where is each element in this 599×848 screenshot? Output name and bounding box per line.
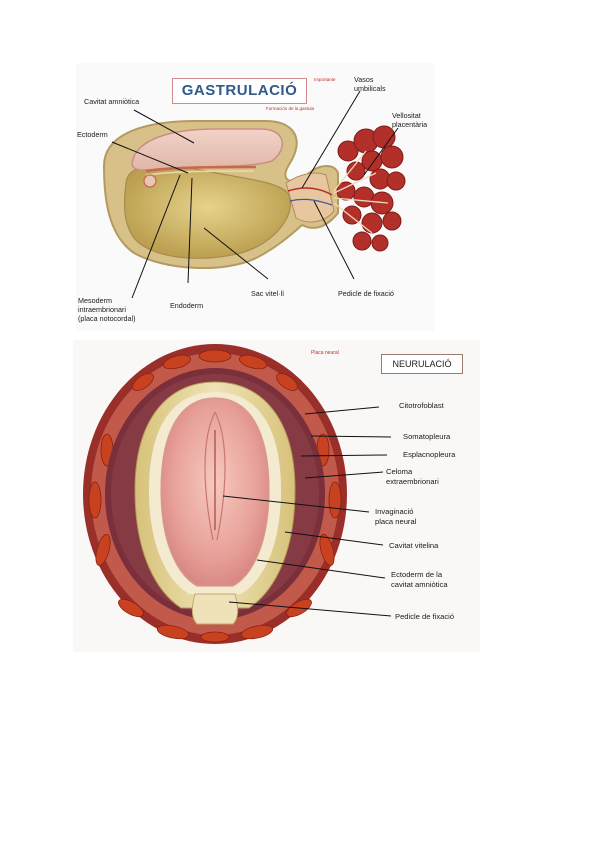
label-mesoderm: Mesoderm intraembrionari (placa notocord…: [78, 296, 136, 323]
note-importante: Importante: [314, 77, 336, 82]
label-vasos-umbilicals: Vasos umbilicals: [354, 75, 386, 93]
connecting-stalk: [191, 593, 239, 625]
label-invaginacio-placa-neural: Invaginació placa neural: [375, 507, 417, 526]
label-ectoderm: Ectoderm: [77, 130, 108, 139]
label-celoma-extraembrionari: Celoma extraembrionari: [386, 467, 439, 486]
label-cavitat-amniotica: Cavitat amniòtica: [84, 97, 140, 106]
neurulation-illustration: [83, 344, 392, 644]
label-sac-vitel-li: Sac vitel·lí: [251, 289, 285, 298]
note-formacion: Formación de la gastula: [266, 106, 315, 111]
label-pedicle-fixacio: Pedicle de fixació: [338, 289, 394, 298]
rim-blobs: [88, 349, 342, 643]
gastrulation-panel: GASTRULACIÓ Importante Formación de la g…: [76, 63, 434, 331]
label-endoderm: Endoderm: [170, 301, 204, 310]
neurulation-panel: NEURULACIÓ Placa neural Citotrofoblast S…: [73, 340, 480, 652]
neurulation-leaders: [222, 406, 392, 617]
label-citotrofoblast: Citotrofoblast: [399, 401, 444, 410]
label-vellositat-placentaria: Vellositat placentària: [392, 111, 428, 129]
gastrulation-leaders: [111, 90, 399, 299]
placental-villi: [336, 125, 406, 252]
gastrulation-title: GASTRULACIÓ: [172, 78, 307, 104]
gastrulation-illustration: [102, 90, 406, 299]
embryonic-disc: [145, 165, 257, 173]
label-cavitat-vitelina: Cavitat vitelina: [389, 541, 439, 550]
label-ectoderm-cavitat-amniotica: Ectoderm de la cavitat amniòtica: [391, 570, 448, 589]
note-placa-neural: Placa neural: [311, 350, 339, 356]
label-somatopleura: Somatopleura: [403, 432, 451, 441]
neurulation-title: NEURULACIÓ: [381, 354, 463, 374]
label-pedicle-fixacio: Pedicle de fixació: [395, 612, 455, 621]
label-esplacnopleura: Esplacnopleura: [403, 450, 456, 459]
connecting-stalk: [285, 172, 335, 223]
